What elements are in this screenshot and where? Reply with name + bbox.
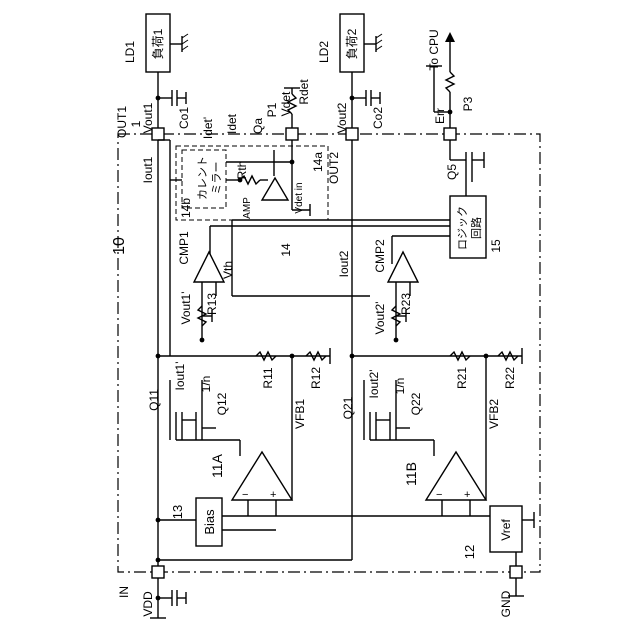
- label-r11: R11: [261, 367, 275, 388]
- label-15: 15: [489, 239, 503, 253]
- label-in: IN: [117, 586, 131, 598]
- pad-p3: [444, 128, 456, 140]
- label-load2: 負荷2: [345, 28, 359, 59]
- label-q22: Q22: [409, 392, 423, 415]
- label-12: 12: [462, 545, 477, 559]
- amp-11b: [426, 452, 486, 500]
- label-err: Err: [433, 108, 447, 124]
- label-vref: Vref: [499, 519, 513, 541]
- capacitor-co1: [156, 90, 186, 106]
- label-rdet: Rdet: [297, 79, 311, 105]
- label-vdd: VDD: [141, 591, 155, 617]
- label-co2: Co2: [371, 107, 385, 129]
- label-11b: 11B: [403, 462, 419, 486]
- label-qa: Qa: [251, 118, 265, 134]
- label-p3: P3: [461, 96, 475, 111]
- label-current-mirror-2: ミラー: [211, 162, 223, 195]
- label-logic-1: ロジック: [456, 206, 469, 250]
- label-q12: Q12: [215, 392, 229, 415]
- pad-gnd: [510, 566, 522, 578]
- label-idet-prime: Idet': [201, 117, 215, 139]
- label-cmp2: CMP2: [373, 239, 387, 273]
- label-rth: Rth: [235, 161, 249, 180]
- amp-11a-plus: +: [270, 489, 276, 501]
- label-r12: R12: [309, 367, 323, 389]
- label-amp: AMP: [242, 197, 253, 219]
- label-13: 13: [170, 505, 185, 519]
- label-iout1-prime: Iout1': [173, 362, 187, 391]
- vdd-input: [150, 578, 186, 618]
- label-r13: R13: [205, 293, 219, 315]
- label-iout2-prime: Iout2': [367, 370, 381, 399]
- label-r22: R22: [503, 367, 517, 389]
- capacitor-co2: [350, 90, 380, 106]
- amp-11b-minus: −: [436, 489, 442, 501]
- label-out1: OUT1: [115, 106, 129, 138]
- label-14a: 14a: [311, 152, 325, 172]
- label-r21: R21: [455, 367, 469, 389]
- label-14b: 14b: [179, 198, 193, 218]
- label-bias: Bias: [202, 509, 217, 535]
- amp-11a-minus: −: [242, 489, 248, 501]
- label-cmp1: CMP1: [177, 231, 191, 265]
- label-vdet: Vdet: [279, 91, 293, 116]
- label-q21: Q21: [341, 396, 355, 419]
- comparator-cmp1: [194, 252, 224, 282]
- label-p1: P1: [265, 102, 279, 117]
- label-vout1-prime: Vout1': [179, 292, 193, 325]
- label-current-mirror-1: カレント: [196, 156, 209, 200]
- label-1n-1: 1/n: [199, 376, 213, 393]
- amp-11a: [232, 452, 292, 500]
- label-vfb2: VFB2: [487, 399, 501, 429]
- label-logic-2: 回路: [470, 217, 483, 239]
- label-ld1: LD1: [123, 41, 137, 63]
- label-ld2: LD2: [317, 41, 331, 63]
- label-11a: 11A: [209, 453, 225, 478]
- label-vdet-in: Vdet in: [294, 182, 305, 213]
- pad-p1: [286, 128, 298, 140]
- label-out2: OUT2: [327, 152, 341, 184]
- label-load1: 負荷1: [151, 28, 165, 59]
- label-14: 14: [279, 243, 293, 257]
- pad-in: [152, 566, 164, 578]
- label-vth: Vth: [221, 261, 235, 279]
- label-iout2: Iout2: [337, 250, 351, 277]
- label-10: 10: [111, 237, 128, 255]
- label-vfb1: VFB1: [293, 399, 307, 429]
- label-vout2: Vout2: [335, 102, 349, 133]
- label-co1: Co1: [177, 107, 191, 129]
- label-gnd: GND: [499, 590, 513, 617]
- label-1n-2: 1/n: [393, 378, 407, 395]
- label-iout1: Iout1: [141, 156, 155, 183]
- label-q5: Q5: [445, 164, 459, 180]
- label-vout2-prime: Vout2': [373, 302, 387, 335]
- label-out1-num: 1: [129, 120, 143, 127]
- label-idet: Idet: [225, 113, 239, 134]
- label-vout1: Vout1: [141, 102, 155, 133]
- label-r23: R23: [399, 293, 413, 315]
- amp-11b-plus: +: [464, 489, 470, 501]
- label-to-cpu: To CPU: [427, 29, 441, 70]
- label-q11: Q11: [147, 389, 161, 411]
